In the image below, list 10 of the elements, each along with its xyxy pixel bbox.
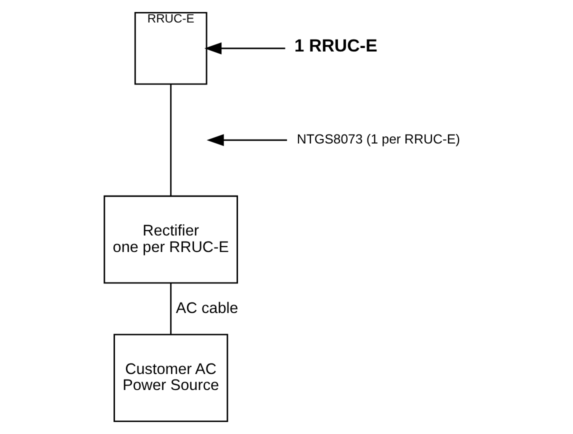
node-box: Customer AC Power Source xyxy=(113,334,228,422)
arrow xyxy=(204,42,285,54)
node-text: 1 RRUC-E xyxy=(294,35,377,56)
connector xyxy=(170,282,172,334)
arrow xyxy=(206,134,287,146)
node-box: RRUC-E xyxy=(134,12,207,85)
node-text: NTGS8073 (1 per RRUC-E) xyxy=(296,132,460,147)
edge-label: AC cable xyxy=(175,300,238,317)
node-box: Rectifier one per RRUC-E xyxy=(103,195,238,284)
connector xyxy=(170,84,172,196)
